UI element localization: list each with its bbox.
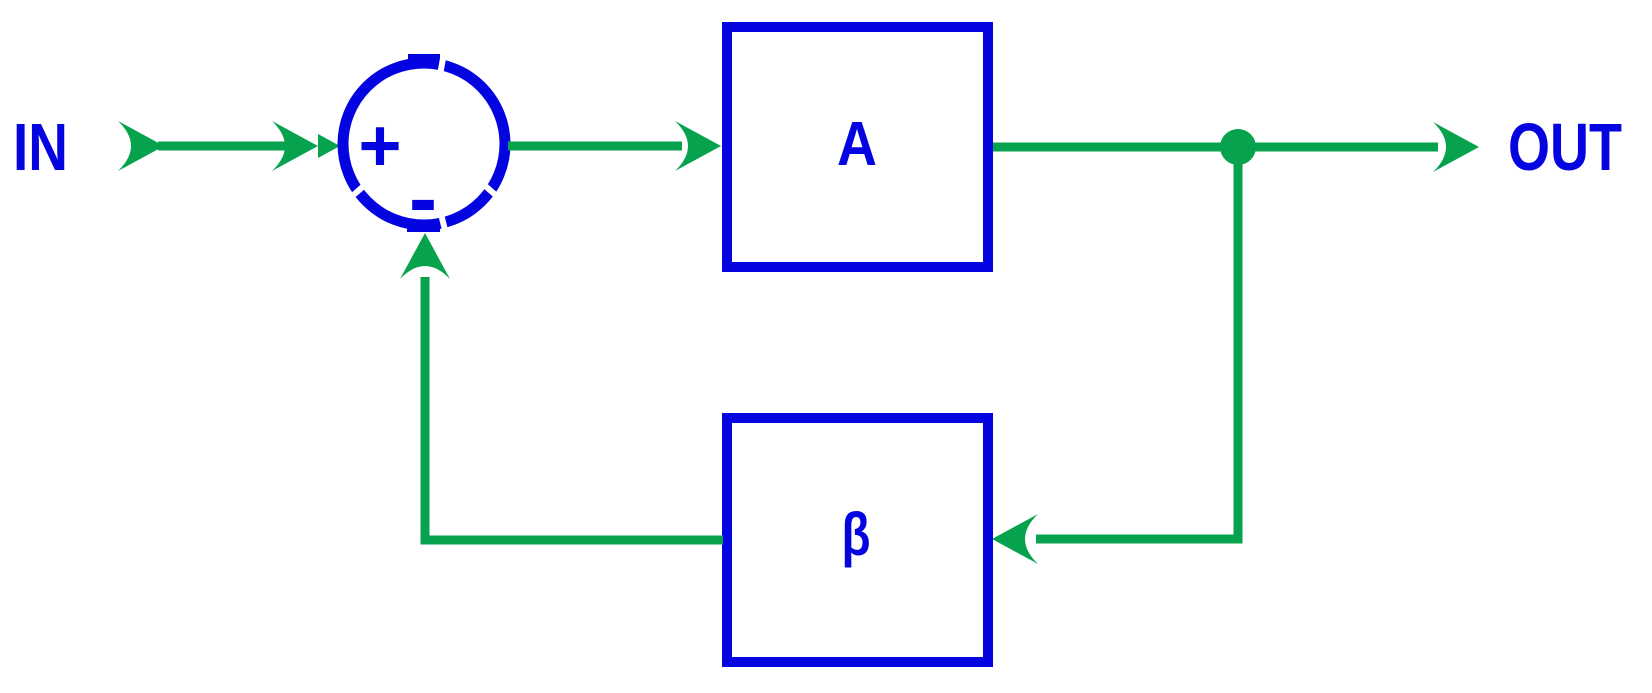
feedback-block — [722, 413, 993, 667]
feedback-block-label: β — [842, 501, 871, 568]
summing-circle-gap — [438, 213, 449, 235]
branch-dot — [1220, 129, 1256, 165]
output-label: OUT — [1508, 110, 1622, 185]
summing-junction-circle — [337, 57, 511, 231]
feedback-arrowhead-into-beta-icon — [992, 514, 1038, 564]
input-label: IN — [13, 110, 68, 185]
output-arrowhead-icon — [1433, 122, 1479, 172]
minus-sign: - — [409, 151, 437, 246]
feedback-line-left — [420, 277, 723, 545]
summing-circle-gap — [481, 181, 501, 201]
input-arrow-start-icon — [118, 121, 164, 171]
input-arrowhead-icon — [272, 121, 318, 171]
forward-block — [722, 22, 993, 272]
summing-circle-gap — [348, 181, 368, 201]
plus-sign: + — [358, 104, 401, 187]
summing-circle-gap — [437, 52, 447, 76]
sum-to-a-arrowhead-icon — [675, 121, 721, 171]
summing-circle-bottom-dash — [407, 227, 440, 232]
input-arrowhead-tip-icon — [318, 134, 340, 158]
summing-circle-top-dash — [408, 54, 440, 59]
feedback-arrowhead-into-sum-icon — [400, 233, 450, 279]
feedback-line-right — [1036, 149, 1243, 544]
forward-block-label: A — [837, 110, 877, 179]
